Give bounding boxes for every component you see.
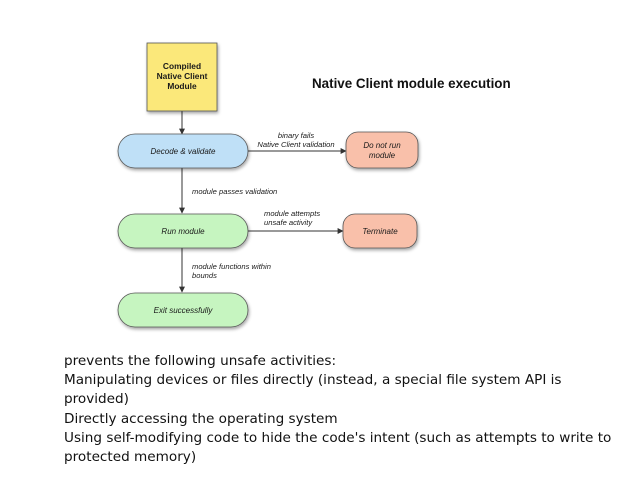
compiled-line-2: Native Client <box>157 71 208 81</box>
edge-label-unsafe-1: module attempts <box>264 209 320 218</box>
notes-list: prevents the following unsafe activities… <box>64 352 624 467</box>
edge-label-passes-validation: module passes validation <box>192 187 277 196</box>
diagram-title: Native Client module execution <box>312 76 511 91</box>
terminate-node: Terminate <box>342 213 418 249</box>
do-not-run-line-2: module <box>369 151 396 160</box>
notes-line: Directly accessing the operating system <box>64 410 338 427</box>
edge-label-binary-fails-1: binary fails <box>278 131 314 140</box>
notes-line: Using self-modifying code to hide the co… <box>64 429 612 446</box>
notes-line: prevents the following unsafe activities… <box>64 353 337 369</box>
edge-label-unsafe-2: unsafe activity <box>264 218 313 227</box>
exit-successfully-label: Exit successfully <box>154 306 214 315</box>
decode-validate-node: Decode & validate <box>117 133 249 169</box>
compiled-line-1: Compiled <box>163 61 201 71</box>
notes-line: Manipulating devices or files directly (… <box>64 372 562 408</box>
do-not-run-line-1: Do not run <box>363 141 401 150</box>
compiled-line-3: Module <box>167 81 197 91</box>
flow-diagram: Compiled Native Client Module Decode & v… <box>117 42 419 328</box>
run-module-node: Run module <box>117 213 249 249</box>
exit-successfully-node: Exit successfully <box>117 292 249 328</box>
edge-label-within-bounds-2: bounds <box>192 271 217 280</box>
edge-label-binary-fails-2: Native Client validation <box>257 140 334 149</box>
run-module-label: Run module <box>161 227 205 236</box>
edge-label-within-bounds-1: module functions within <box>192 262 271 271</box>
notes-line: protected memory) <box>64 449 197 466</box>
decode-validate-label: Decode & validate <box>151 147 216 156</box>
compiled-module-node: Compiled Native Client Module <box>146 42 218 112</box>
terminate-label: Terminate <box>362 227 398 236</box>
do-not-run-node: Do not run module <box>345 131 419 169</box>
